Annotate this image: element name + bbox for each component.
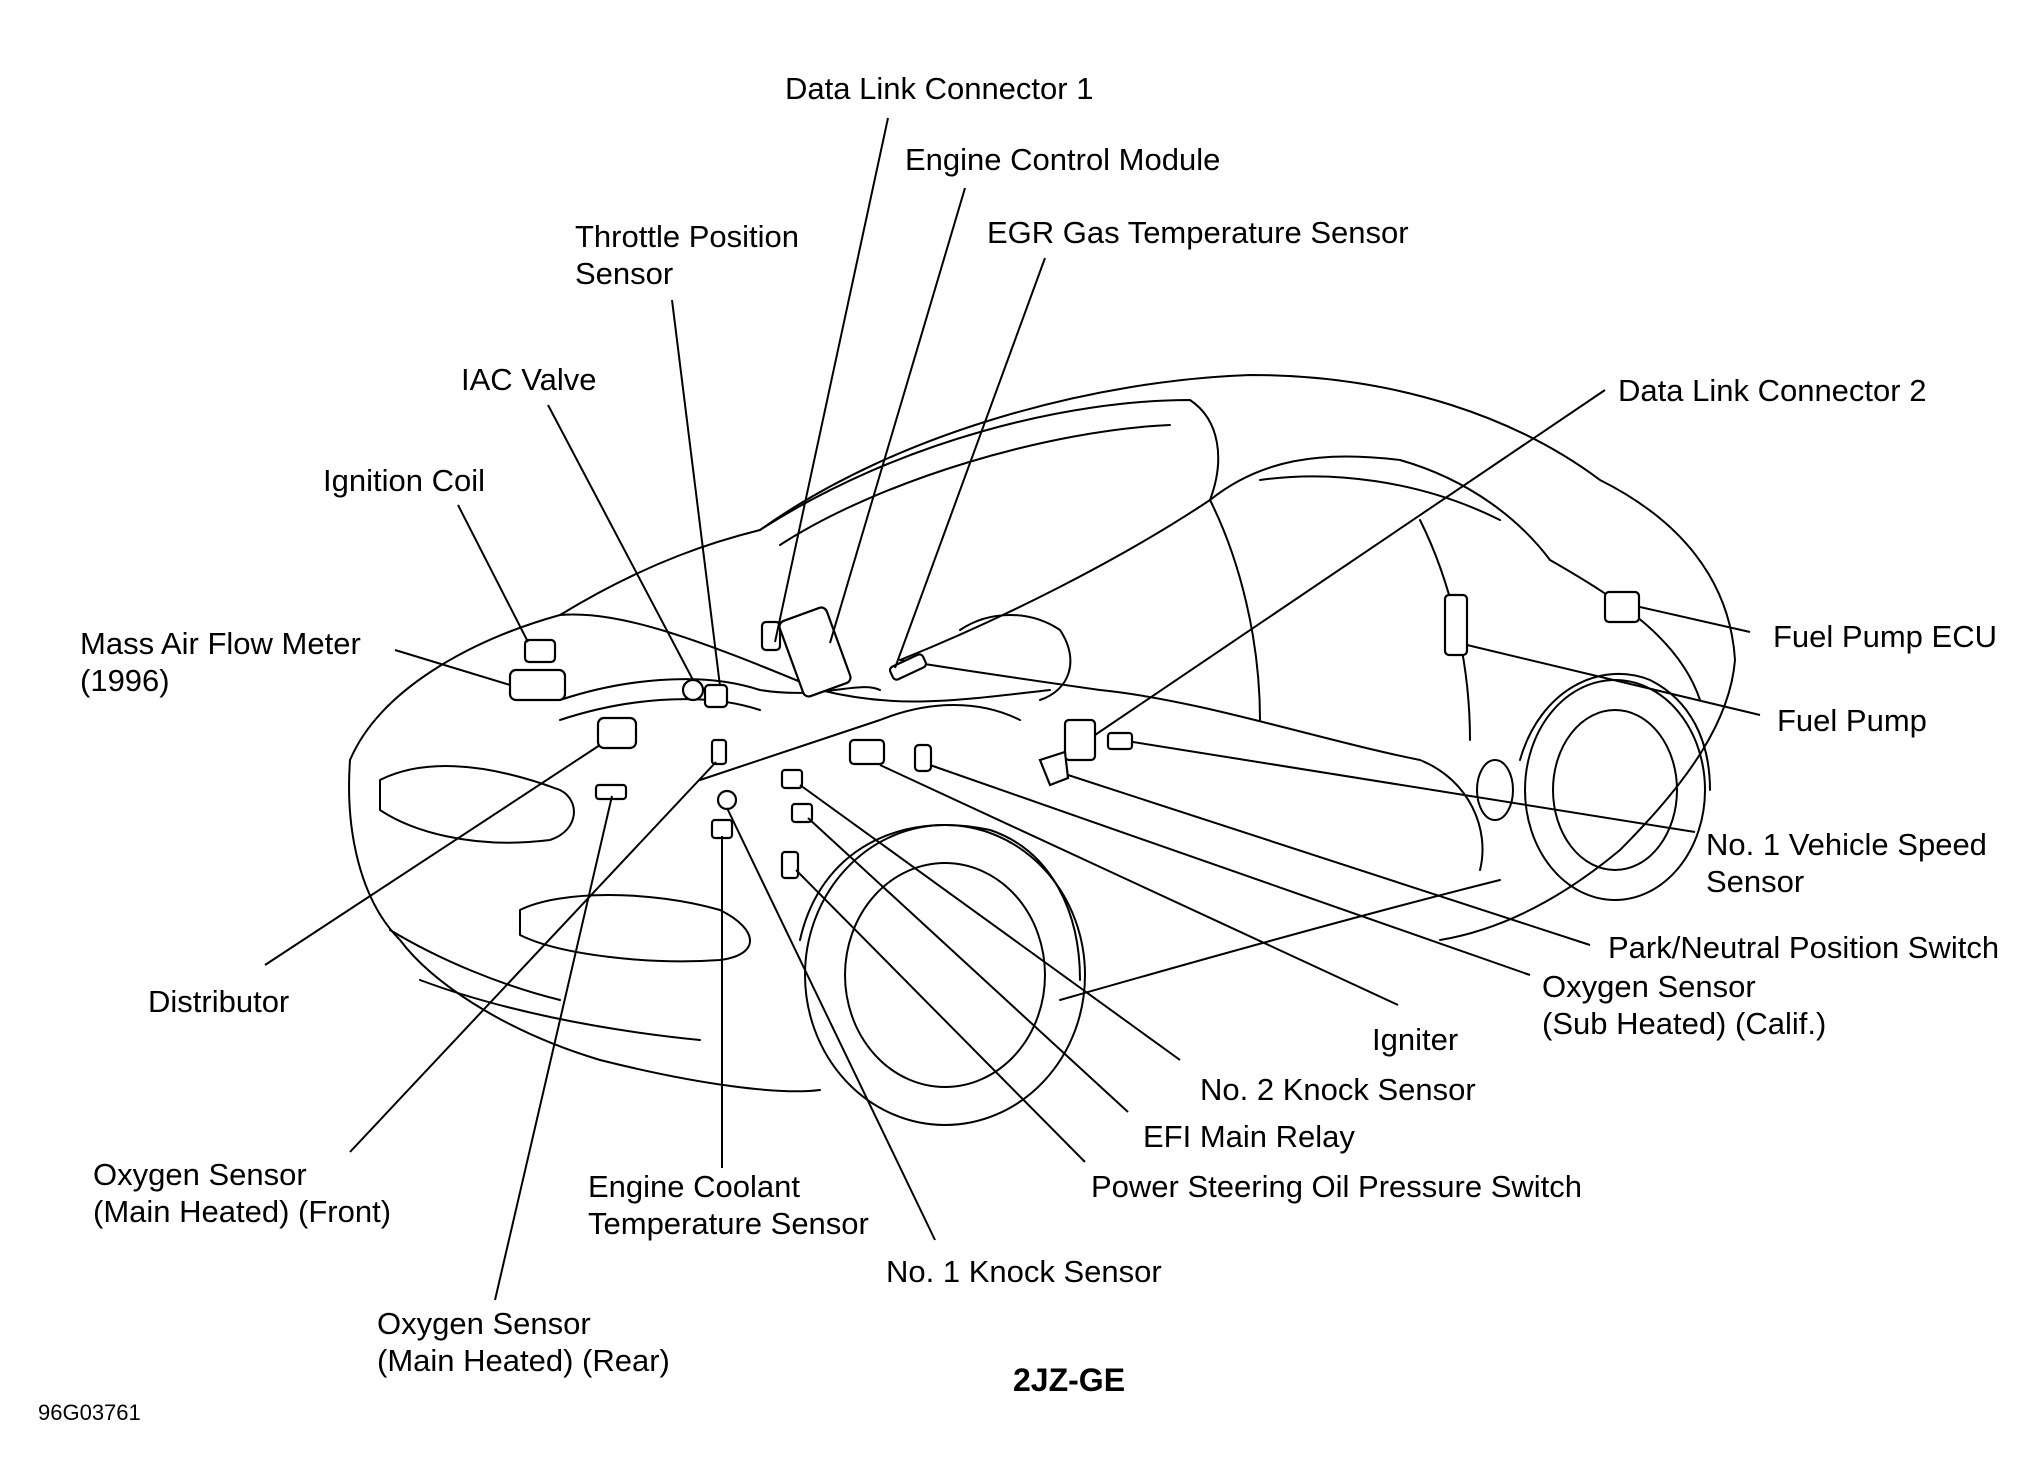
ks2-part — [780, 768, 804, 790]
pnp-part — [1038, 750, 1070, 787]
egr-part — [888, 653, 928, 681]
igniter-part — [848, 738, 886, 766]
label-efi-main-relay: EFI Main Relay — [1143, 1119, 1355, 1154]
leader-lines — [264, 117, 1761, 1301]
label-igniter: Igniter — [1372, 1022, 1459, 1057]
label-fuel-pump: Fuel Pump — [1777, 703, 1927, 738]
maf-part — [508, 668, 567, 702]
coil-part — [523, 638, 557, 664]
ks1-part — [716, 789, 738, 811]
ps-part — [780, 850, 800, 880]
label-no1-knock-sensor: No. 1 Knock Sensor — [886, 1254, 1162, 1289]
leader-vss — [1132, 741, 1696, 833]
label-iac-valve: IAC Valve — [461, 362, 597, 397]
label-mass-air-flow-meter: Mass Air Flow Meter (1996) — [80, 626, 361, 698]
leader-dist — [264, 744, 601, 966]
tps-part — [703, 683, 729, 709]
ecm-part — [778, 606, 852, 698]
leader-iac — [547, 404, 694, 681]
leader-egr — [894, 257, 1046, 669]
leader-coil — [457, 504, 529, 643]
o2front-part — [710, 738, 728, 766]
label-throttle-position-sensor: Throttle Position Sensor — [575, 219, 799, 291]
label-oxygen-sensor-main-heated-rear: Oxygen Sensor (Main Heated) (Rear) — [377, 1306, 670, 1378]
leader-o2front — [349, 761, 717, 1153]
leader-efi — [807, 817, 1129, 1113]
component-parts — [508, 590, 1641, 880]
label-engine-coolant-temperature-sensor: Engine Coolant Temperature Sensor — [588, 1169, 869, 1241]
label-oxygen-sensor-sub-heated: Oxygen Sensor (Sub Heated) (Calif.) — [1542, 969, 1827, 1041]
label-distributor: Distributor — [148, 984, 290, 1019]
fp-part — [1443, 593, 1469, 657]
label-data-link-connector-1: Data Link Connector 1 — [785, 71, 1094, 106]
label-engine-control-module: Engine Control Module — [905, 142, 1221, 177]
efi-part — [790, 802, 814, 824]
label-no2-knock-sensor: No. 2 Knock Sensor — [1200, 1072, 1476, 1107]
dlc1-part — [760, 620, 782, 652]
label-park-neutral-position-switch: Park/Neutral Position Switch — [1608, 930, 2000, 965]
vss-part — [1106, 731, 1134, 751]
leader-maf — [394, 649, 511, 686]
label-ignition-coil: Ignition Coil — [323, 463, 485, 498]
figure-id: 96G03761 — [38, 1400, 141, 1425]
label-oxygen-sensor-main-heated-front: Oxygen Sensor (Main Heated) (Front) — [93, 1157, 392, 1229]
fpecu-part — [1603, 590, 1641, 624]
leader-ps — [795, 869, 1086, 1163]
label-power-steering-oil-pressure-switch: Power Steering Oil Pressure Switch — [1091, 1169, 1583, 1204]
leader-ks2 — [799, 784, 1181, 1061]
leader-tps — [671, 299, 721, 687]
o2sub-part — [913, 743, 933, 773]
engine-caption: 2JZ-GE — [1013, 1362, 1126, 1398]
leader-fpecu — [1639, 606, 1751, 633]
label-egr-gas-temperature-sensor: EGR Gas Temperature Sensor — [987, 215, 1409, 250]
leader-ecm — [829, 187, 966, 644]
ect-part — [710, 818, 734, 840]
car-body-outline — [348, 374, 1736, 1126]
leader-fp — [1466, 644, 1761, 716]
iac-part — [681, 678, 705, 702]
leader-dlc1 — [774, 117, 889, 643]
label-no1-vehicle-speed-sensor: No. 1 Vehicle Speed Sensor — [1706, 827, 1987, 899]
leader-o2rear — [494, 795, 613, 1301]
leader-igniter — [879, 764, 1399, 1006]
leader-o2sub — [929, 764, 1531, 976]
label-fuel-pump-ecu: Fuel Pump ECU — [1773, 619, 1997, 654]
leader-dlc2 — [1094, 389, 1606, 736]
leader-ks1 — [726, 807, 936, 1241]
dlc2-part — [1063, 718, 1097, 762]
leader-pnp — [1067, 774, 1591, 946]
dist-part — [596, 716, 638, 750]
label-data-link-connector-2: Data Link Connector 2 — [1618, 373, 1927, 408]
